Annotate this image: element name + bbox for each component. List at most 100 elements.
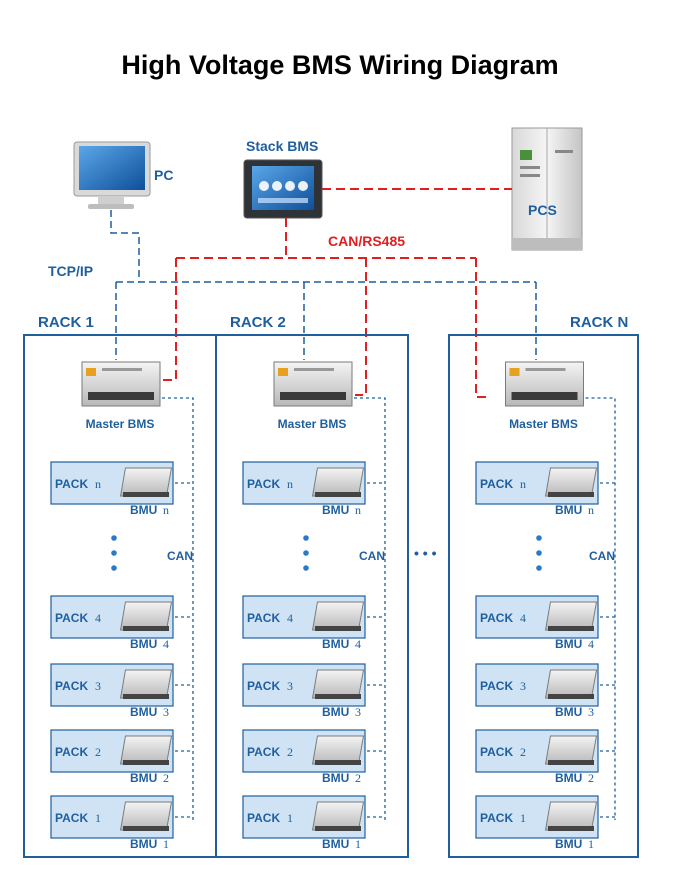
ellipsis-dot	[303, 550, 309, 556]
pack-number: 2	[520, 745, 526, 759]
ellipsis-dot	[536, 535, 542, 541]
bmu-number: 1	[355, 837, 361, 851]
can-rs485-label: CAN/RS485	[328, 233, 405, 249]
bmu-word: BMU	[322, 503, 349, 517]
battery-module-icon	[311, 735, 365, 765]
battery-module-icon	[119, 467, 173, 497]
bmu-number: n	[588, 503, 594, 517]
pc-icon	[73, 141, 151, 209]
pack-number: 3	[287, 679, 293, 693]
pack-number: 4	[95, 611, 101, 625]
pack-word: PACK	[480, 811, 513, 825]
pack-number: 1	[95, 811, 101, 825]
bmu-number: 4	[163, 637, 169, 651]
master-bms-label: Master BMS	[509, 417, 578, 431]
pack-word: PACK	[480, 611, 513, 625]
rack-border	[448, 334, 639, 858]
can-label: CAN	[359, 549, 385, 563]
bmu-number: 3	[355, 705, 361, 719]
bmu-word: BMU	[130, 771, 157, 785]
bmu-number: n	[163, 503, 169, 517]
bmu-number: 1	[588, 837, 594, 851]
battery-module-icon	[119, 801, 173, 831]
ellipsis-dot	[536, 550, 542, 556]
bmu-word: BMU	[322, 837, 349, 851]
master-bms-icon	[81, 361, 161, 407]
pack-word: PACK	[247, 611, 280, 625]
pack-number: 2	[95, 745, 101, 759]
pack-word: PACK	[247, 477, 280, 491]
pack-number: n	[287, 477, 293, 491]
ellipsis-dot	[303, 535, 309, 541]
bmu-word: BMU	[130, 637, 157, 651]
stack-bms-icon	[243, 159, 323, 219]
bmu-number: 2	[355, 771, 361, 785]
bmu-number: n	[355, 503, 361, 517]
rack-label: RACK 2	[230, 314, 286, 331]
bmu-word: BMU	[555, 705, 582, 719]
bmu-word: BMU	[555, 503, 582, 517]
can-label: CAN	[167, 549, 193, 563]
bmu-word: BMU	[130, 705, 157, 719]
pack-word: PACK	[55, 477, 88, 491]
ellipsis-dot	[536, 565, 542, 571]
rack-ellipsis: • • •	[414, 545, 437, 561]
battery-module-icon	[311, 801, 365, 831]
master-bms-label: Master BMS	[86, 417, 155, 431]
battery-module-icon	[544, 801, 598, 831]
pack-word: PACK	[247, 811, 280, 825]
can-bus-line	[162, 397, 194, 820]
pack-word: PACK	[247, 679, 280, 693]
tcpip-label: TCP/IP	[48, 263, 93, 279]
ellipsis-dot	[111, 535, 117, 541]
diagram-title: High Voltage BMS Wiring Diagram	[121, 50, 558, 80]
pcs-cabinet-icon	[511, 127, 583, 251]
battery-module-icon	[119, 601, 173, 631]
bmu-word: BMU	[322, 771, 349, 785]
battery-module-icon	[311, 601, 365, 631]
pack-number: 4	[520, 611, 526, 625]
bmu-number: 4	[355, 637, 361, 651]
bmu-number: 2	[163, 771, 169, 785]
ellipsis-dot	[111, 550, 117, 556]
battery-module-icon	[544, 467, 598, 497]
pack-word: PACK	[55, 679, 88, 693]
pack-word: PACK	[55, 745, 88, 759]
rack-border	[215, 334, 409, 858]
ellipsis-dot	[111, 565, 117, 571]
can-rs485-links	[162, 218, 488, 398]
master-bms-label: Master BMS	[278, 417, 347, 431]
bmu-number: 4	[588, 637, 594, 651]
pack-word: PACK	[55, 811, 88, 825]
pack-number: 4	[287, 611, 293, 625]
pack-number: 1	[287, 811, 293, 825]
bmu-number: 3	[163, 705, 169, 719]
master-bms-icon	[273, 361, 353, 407]
pack-word: PACK	[247, 745, 280, 759]
battery-module-icon	[119, 735, 173, 765]
tcpip-links	[110, 210, 537, 360]
pack-word: PACK	[55, 611, 88, 625]
battery-module-icon	[311, 467, 365, 497]
pc-label: PC	[154, 167, 173, 183]
pcs-label: PCS	[528, 202, 557, 218]
pack-number: 1	[520, 811, 526, 825]
battery-module-icon	[311, 669, 365, 699]
can-label: CAN	[589, 549, 615, 563]
master-bms-icon	[505, 361, 584, 407]
bmu-word: BMU	[555, 837, 582, 851]
